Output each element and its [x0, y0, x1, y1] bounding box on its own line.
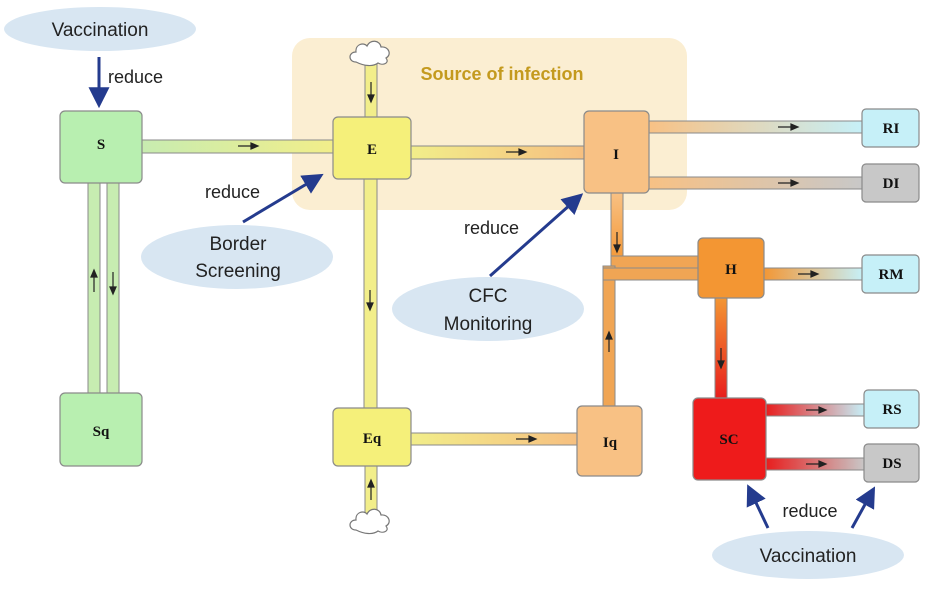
pipe-iq-h-joint [602, 267, 700, 281]
node-iq [576, 405, 643, 477]
label-rs: RS [882, 402, 901, 418]
border-screening-line2: Screening [195, 261, 281, 282]
label-e: E [367, 142, 377, 158]
node-sc [692, 397, 767, 481]
node-ds [863, 443, 920, 483]
cfc-monitoring-line1: CFC [468, 286, 507, 307]
border-screening-reduce: reduce [205, 182, 260, 202]
label-sc: SC [719, 432, 738, 448]
pipe-s-e [139, 139, 335, 154]
zone-label: Source of infection [420, 64, 583, 84]
pipe-i-di [647, 176, 864, 190]
label-sq: Sq [93, 424, 110, 440]
border-screening-line1: Border [209, 234, 267, 255]
node-eq [332, 407, 412, 467]
flow-arrows [90, 82, 828, 500]
node-i [583, 110, 650, 194]
node-e [332, 116, 412, 180]
vaccination-bottom-reduce: reduce [782, 501, 837, 521]
vaccination-bottom-ellipse [712, 531, 904, 579]
node-rs [863, 389, 920, 429]
pipe-eq-iq [409, 432, 579, 446]
pipe-to-h [610, 255, 700, 269]
cloud-source-top-icon [349, 40, 390, 67]
label-ri: RI [883, 121, 900, 137]
label-h: H [725, 262, 737, 278]
label-ds: DS [882, 456, 901, 472]
node-h [697, 237, 765, 299]
pipe-e-i [409, 145, 586, 160]
label-s: S [97, 137, 105, 153]
node-s [59, 110, 143, 184]
label-i: I [613, 147, 619, 163]
node-labels: S Sq E Eq I Iq H SC RI DI RM RS DS [93, 121, 904, 472]
cfc-monitoring-ellipse [392, 277, 584, 341]
vaccination-bottom-label: Vaccination [760, 546, 857, 567]
compartments [59, 108, 920, 483]
cfc-monitoring-arrow [489, 193, 584, 278]
cfc-monitoring-reduce: reduce [464, 218, 519, 238]
vaccination-top-reduce: reduce [108, 67, 163, 87]
vaccination-bottom-arrow-left [746, 484, 770, 529]
node-di [861, 163, 920, 203]
label-iq: Iq [603, 435, 618, 451]
node-ri [861, 108, 920, 148]
vaccination-top-ellipse [4, 7, 196, 51]
label-rm: RM [879, 267, 904, 283]
border-screening-arrow [242, 173, 324, 224]
vaccination-top-label: Vaccination [52, 20, 149, 41]
cloud-source-bottom-icon [349, 508, 390, 535]
vaccination-bottom-arrow-right [850, 486, 876, 529]
label-di: DI [883, 176, 900, 192]
border-screening-ellipse [141, 225, 333, 289]
pipe-i-ri [647, 120, 864, 134]
node-sq [59, 392, 143, 467]
node-rm [861, 254, 920, 294]
label-eq: Eq [363, 431, 382, 447]
cfc-monitoring-line2: Monitoring [444, 314, 533, 335]
